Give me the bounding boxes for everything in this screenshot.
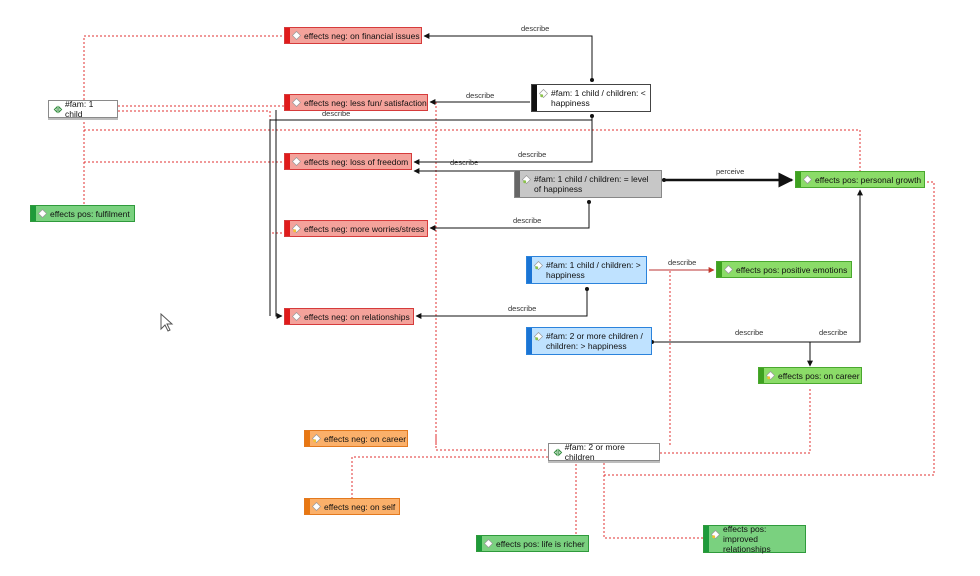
- group-label: #fam: 2 or more children: [564, 442, 625, 462]
- node-label: effects pos: positive emotions: [736, 264, 848, 275]
- node-label: effects neg: less fun/ satisfaction: [304, 97, 427, 108]
- mouse-cursor-icon: [160, 313, 174, 332]
- node-color-bar: [305, 499, 310, 514]
- node-neg-freedom[interactable]: effects neg: loss of freedom: [284, 153, 412, 170]
- diamond-icon: [292, 31, 301, 40]
- node-color-bar: [31, 206, 36, 221]
- edge-label-describe: describe: [322, 109, 351, 118]
- node-label: #fam: 1 child / children: = level of hap…: [534, 174, 649, 194]
- group-two-children[interactable]: #fam: 2 or more children: [548, 442, 660, 462]
- node-label: effects pos: fulfilment: [50, 208, 130, 219]
- edge-label-describe: describe: [819, 328, 848, 337]
- edge-label-describe: describe: [508, 304, 537, 313]
- node-color-bar: [527, 257, 532, 283]
- node-neg-relationships[interactable]: effects neg: on relationships: [284, 308, 414, 325]
- node-neg-financial[interactable]: effects neg: on financial issues: [284, 27, 422, 44]
- edge-label-describe: describe: [466, 91, 495, 100]
- doc-icon: [539, 89, 548, 98]
- node-label: effects neg: on career: [324, 433, 407, 444]
- diamond-icon: [484, 539, 493, 548]
- node-color-bar: [527, 328, 532, 354]
- node-fam-less-happiness[interactable]: #fam: 1 child / children: < happiness: [531, 84, 651, 112]
- edge-label-describe: describe: [735, 328, 764, 337]
- link-icon: [553, 448, 563, 456]
- node-pos-emotions[interactable]: effects pos: positive emotions: [716, 261, 852, 278]
- group-one-child[interactable]: #fam: 1 child: [48, 99, 118, 119]
- node-color-bar: [759, 368, 764, 383]
- node-fam2-more-happiness[interactable]: #fam: 2 or more children / children: > h…: [526, 327, 652, 355]
- link-icon: [53, 105, 63, 113]
- node-color-bar: [532, 85, 537, 111]
- edge-label-describe: describe: [450, 158, 479, 167]
- diamond-icon: [803, 175, 812, 184]
- star-diamond-icon: [711, 530, 720, 539]
- node-label: #fam: 1 child / children: > happiness: [546, 260, 641, 280]
- edge-label-perceive: perceive: [716, 167, 745, 176]
- node-pos-fulfilment[interactable]: effects pos: fulfilment: [30, 205, 135, 222]
- node-color-bar: [704, 526, 709, 552]
- node-label: effects neg: loss of freedom: [304, 156, 409, 167]
- doc-icon: [522, 175, 531, 184]
- group-label: #fam: 1 child: [64, 99, 94, 119]
- node-fam-equal-happiness[interactable]: #fam: 1 child / children: = level of hap…: [514, 170, 662, 198]
- node-color-bar: [285, 28, 290, 43]
- node-fam-more-happiness[interactable]: #fam: 1 child / children: > happiness: [526, 256, 647, 284]
- doc-icon: [534, 261, 543, 270]
- node-label: effects neg: more worries/stress: [304, 223, 425, 234]
- diamond-icon: [38, 209, 47, 218]
- node-label: effects neg: on relationships: [304, 311, 410, 322]
- node-neg-fun[interactable]: effects neg: less fun/ satisfaction: [284, 94, 428, 111]
- node-label: effects pos: personal growth: [815, 174, 922, 185]
- node-label: effects neg: on self: [324, 501, 396, 512]
- diamond-icon: [292, 157, 301, 166]
- node-color-bar: [796, 172, 801, 187]
- node-color-bar: [717, 262, 722, 277]
- node-color-bar: [477, 536, 482, 551]
- node-color-bar: [285, 221, 290, 236]
- edge-label-describe: describe: [513, 216, 542, 225]
- node-color-bar: [285, 309, 290, 324]
- edge-label-describe: describe: [521, 24, 550, 33]
- node-label: effects pos: improved relationships: [723, 524, 771, 554]
- star-diamond-icon: [292, 224, 301, 233]
- doc-icon: [534, 332, 543, 341]
- dotted-links: [83, 35, 935, 539]
- node-color-bar: [285, 154, 290, 169]
- link-endpoints: [585, 78, 666, 344]
- node-label: effects neg: on financial issues: [304, 30, 420, 41]
- node-pos-growth[interactable]: effects pos: personal growth: [795, 171, 925, 188]
- node-color-bar: [285, 95, 290, 110]
- node-label: effects pos: on career: [778, 370, 860, 381]
- node-color-bar: [515, 171, 520, 197]
- node-label: #fam: 1 child / children: < happiness: [551, 88, 646, 108]
- node-pos-richer[interactable]: effects pos: life is richer: [476, 535, 589, 552]
- node-neg-worries[interactable]: effects neg: more worries/stress: [284, 220, 428, 237]
- node-label: #fam: 2 or more children / children: > h…: [546, 331, 643, 351]
- diamond-icon: [292, 98, 301, 107]
- star-diamond-icon: [766, 371, 775, 380]
- star-diamond-icon: [312, 434, 321, 443]
- edge-label-describe: describe: [668, 258, 697, 267]
- node-neg-self[interactable]: effects neg: on self: [304, 498, 400, 515]
- node-color-bar: [305, 431, 310, 446]
- diamond-icon: [292, 312, 301, 321]
- node-pos-career[interactable]: effects pos: on career: [758, 367, 862, 384]
- diamond-icon: [724, 265, 733, 274]
- edge-label-describe: describe: [518, 150, 547, 159]
- node-neg-career[interactable]: effects neg: on career: [304, 430, 408, 447]
- node-label: effects pos: life is richer: [496, 538, 585, 549]
- node-pos-improved[interactable]: effects pos: improved relationships: [703, 524, 806, 554]
- diamond-icon: [312, 502, 321, 511]
